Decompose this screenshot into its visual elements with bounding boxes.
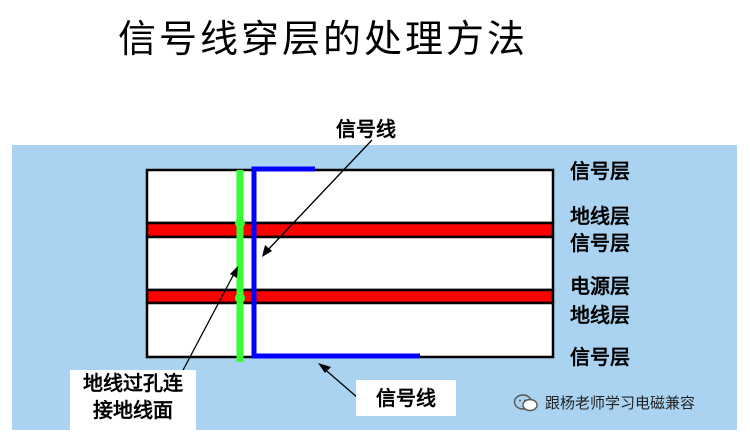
layer-label-4: 电源层 bbox=[570, 274, 630, 298]
ground-via-label-box: 地线过孔连 接地线面 bbox=[70, 370, 196, 430]
board-layer-3 bbox=[145, 301, 555, 359]
bottom-signal-line-label-box: 信号线 bbox=[356, 380, 456, 416]
board-layer-1 bbox=[145, 168, 555, 225]
board-layer-2 bbox=[145, 235, 555, 292]
layer-label-1: 信号层 bbox=[570, 159, 630, 183]
via-node-power bbox=[235, 293, 245, 303]
arrow-bottom-signal-head bbox=[318, 363, 331, 373]
layer-label-2: 地线层 bbox=[570, 204, 630, 228]
signal-trace bbox=[251, 166, 420, 359]
layer-label-6: 信号层 bbox=[570, 345, 630, 369]
layer-label-5: 地线层 bbox=[570, 303, 630, 327]
ground-via-label-line1: 地线过孔连 bbox=[83, 371, 183, 395]
arrow-top-signal bbox=[263, 139, 373, 255]
arrow-via bbox=[180, 269, 237, 375]
arrow-bottom-signal bbox=[320, 365, 359, 399]
wechat-icon bbox=[513, 393, 538, 411]
arrow-via-head bbox=[230, 266, 238, 278]
layer-label-3: 信号层 bbox=[570, 231, 630, 255]
ground-plane-1 bbox=[145, 221, 555, 239]
page-title: 信号线穿层的处理方法 bbox=[118, 17, 529, 61]
watermark: 跟杨老师学习电磁兼容 bbox=[513, 392, 695, 413]
top-signal-line-label: 信号线 bbox=[336, 117, 396, 141]
watermark-text: 跟杨老师学习电磁兼容 bbox=[545, 394, 696, 412]
ground-via-label-line2: 接地线面 bbox=[93, 398, 173, 422]
arrow-top-signal-head bbox=[262, 245, 272, 257]
bottom-signal-line-label: 信号线 bbox=[376, 386, 436, 410]
via-node-ground bbox=[235, 218, 245, 228]
power-plane bbox=[145, 288, 555, 305]
